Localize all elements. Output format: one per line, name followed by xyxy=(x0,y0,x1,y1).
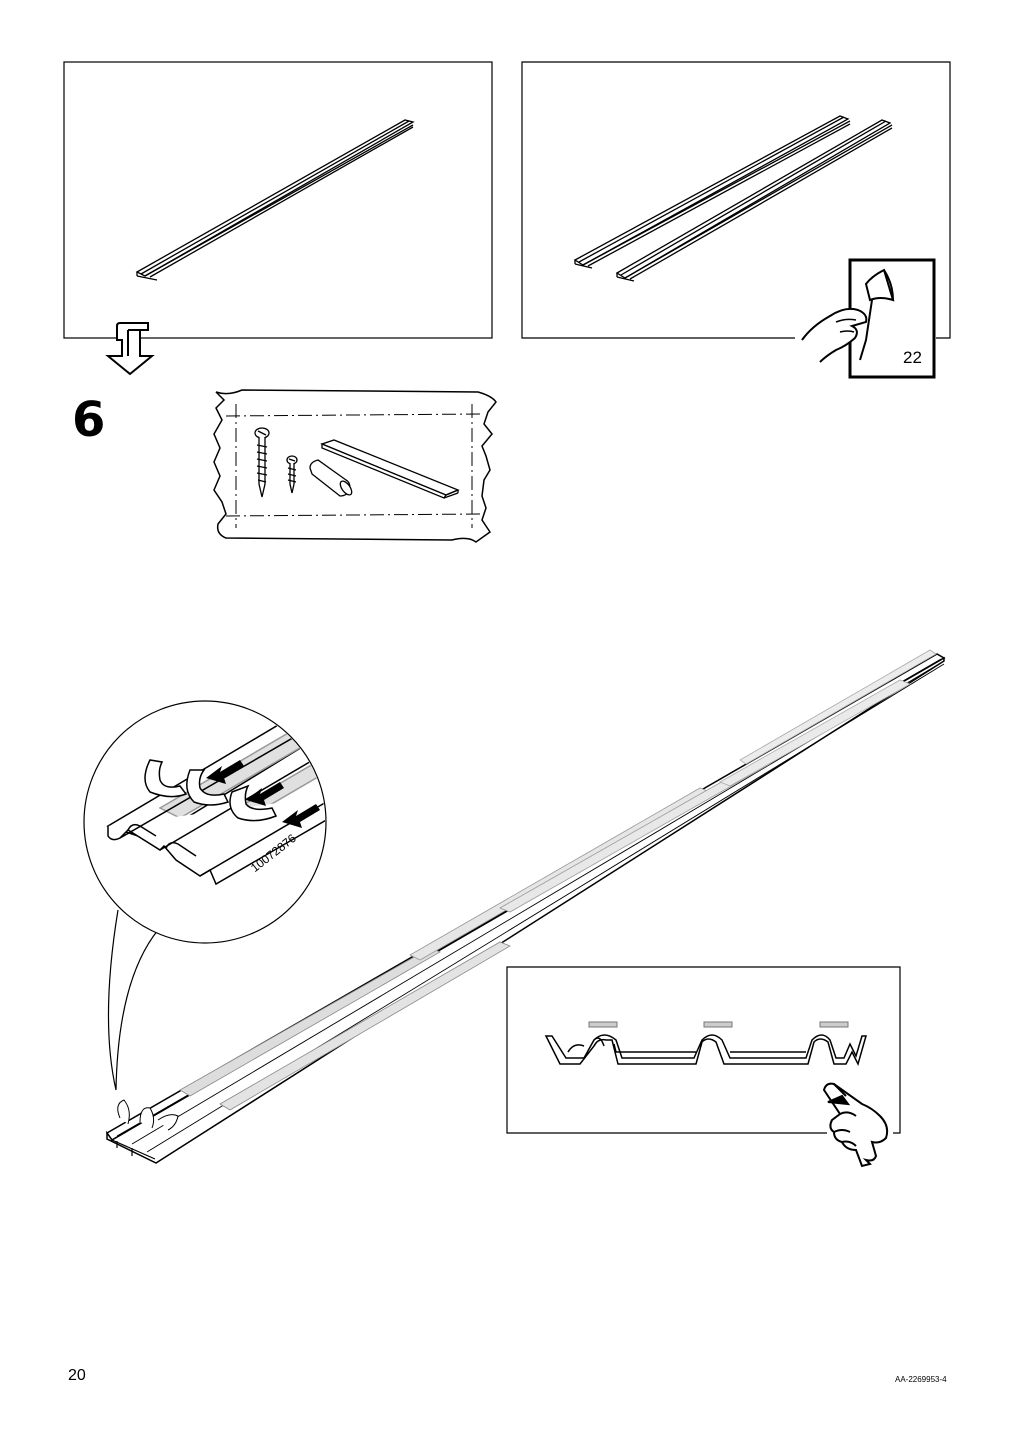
cross-reference-page: 22 xyxy=(903,348,922,367)
wall-plug xyxy=(309,459,353,497)
main-rail xyxy=(105,649,946,1164)
wooden-stick xyxy=(320,439,460,499)
down-arrow-icon xyxy=(105,322,155,376)
pointing-hand-icon xyxy=(822,1082,889,1168)
rail-profile xyxy=(544,1034,867,1067)
hardware-bag-icon xyxy=(213,389,497,543)
document-id: AA-2269953-4 xyxy=(895,1375,947,1384)
page-turn-icon xyxy=(801,258,936,379)
single-rail xyxy=(135,119,415,281)
page-number: 20 xyxy=(68,1367,86,1384)
double-rail-frame xyxy=(521,61,951,339)
long-screw xyxy=(254,427,270,498)
rail-a xyxy=(573,115,851,269)
rail-b xyxy=(615,119,893,282)
peel-direction-arrows xyxy=(206,760,320,828)
single-rail-frame xyxy=(63,61,493,339)
short-screw xyxy=(286,455,298,494)
step-number: 6 xyxy=(72,392,106,448)
tape-markers xyxy=(588,1021,849,1028)
cross-section-frame xyxy=(506,966,901,1134)
detail-magnifier xyxy=(83,700,327,1091)
